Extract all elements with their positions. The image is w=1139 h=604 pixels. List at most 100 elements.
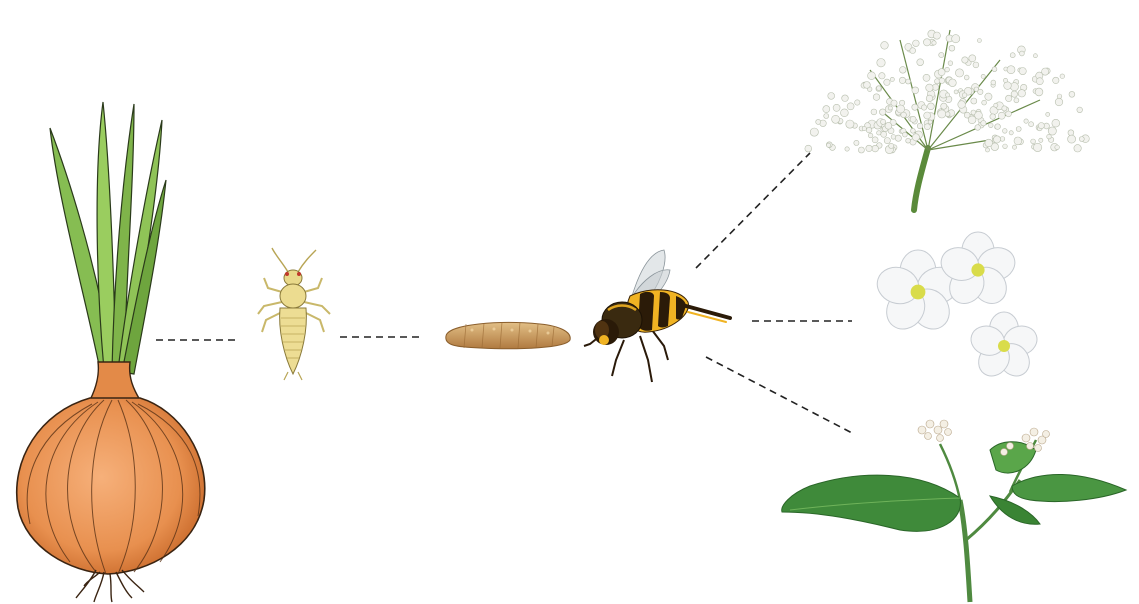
umbel-floret (891, 100, 897, 106)
umbel-floret (1011, 91, 1017, 97)
umbel-floret (881, 119, 886, 124)
white-blossoms-icon (872, 232, 1040, 382)
umbel-floret (890, 77, 894, 81)
umbel-floret (889, 143, 894, 148)
umbel-floret (842, 95, 849, 102)
umbel-floret (1018, 90, 1025, 97)
umbel-floret (1055, 145, 1060, 150)
umbel-floret (888, 106, 892, 110)
umbel-floret (906, 138, 911, 143)
umbel-floret (923, 39, 930, 46)
umbel-floret (846, 120, 854, 128)
umbel-floret (1007, 66, 1015, 74)
umbel-floret (1060, 74, 1065, 79)
umbel-floret (1006, 111, 1012, 117)
umbel-floret (847, 103, 854, 110)
hoverfly-larva-icon (446, 322, 570, 349)
umbel-floret (1010, 53, 1015, 58)
umbel-floret (906, 79, 911, 84)
umbel-floret (895, 135, 901, 141)
umbel-floret (912, 104, 918, 110)
umbel-floret (958, 101, 966, 109)
umbel-floret (921, 105, 926, 110)
umbel-floret (978, 89, 983, 94)
umbel-floret (827, 143, 831, 147)
umbel-floret (1004, 82, 1012, 90)
umbel-floret (1068, 135, 1076, 143)
umbel-floret (989, 123, 994, 128)
umbel-floret (823, 106, 830, 113)
umbel-floret (924, 124, 930, 130)
umbel-floret (926, 95, 933, 102)
umbel-floret (924, 112, 931, 119)
umbel-floret (928, 103, 935, 110)
umbel-floret (871, 109, 877, 115)
umbel-floret (877, 59, 885, 67)
umbel-floret (1036, 78, 1043, 85)
umbel-floret (877, 131, 881, 135)
umbel-floret (1069, 91, 1075, 97)
umbel-floret (949, 45, 955, 51)
umbel-floret (881, 42, 889, 50)
umbel-floret (824, 114, 829, 119)
umbel-floret (885, 122, 892, 129)
umbel-floret (832, 115, 840, 123)
umbel-floret (917, 123, 923, 129)
umbel-floret (828, 93, 835, 100)
umbel-floret (993, 136, 1000, 143)
umbel-floret (855, 100, 860, 105)
umbel-floret (805, 145, 812, 152)
umbel-floret (923, 74, 930, 81)
umbel-floret (897, 105, 905, 113)
umbel-floret (1019, 68, 1026, 75)
thrips-insect-icon (258, 248, 330, 380)
umbel-floret (975, 125, 981, 131)
umbel-floret (1029, 122, 1034, 127)
umbel-floret (1053, 77, 1059, 83)
leafy-flowering-herb-icon (782, 420, 1126, 602)
umbel-floret (1031, 139, 1036, 144)
umbel-floret (985, 139, 993, 147)
umbel-floret (1079, 137, 1084, 142)
umbel-floret (866, 127, 872, 133)
umbel-floret (901, 112, 907, 118)
umbel-floret (1024, 119, 1028, 123)
umbel-floret (868, 72, 876, 80)
link-hoverfly-herb (706, 357, 854, 434)
umbel-floret (1038, 123, 1044, 129)
umbel-floret (1055, 98, 1063, 106)
umbel-floret (1052, 119, 1060, 127)
umbel-floret (884, 138, 890, 144)
umbel-floret (1048, 127, 1056, 135)
umbel-floret (1014, 98, 1019, 103)
umbel-floret (858, 147, 864, 153)
umbel-floret (1003, 144, 1008, 149)
umbel-floret (1033, 54, 1037, 58)
umbel-floret (962, 57, 968, 63)
umbel-floret (873, 94, 880, 101)
blossom-center (911, 285, 926, 300)
hoverfly-adult-icon (584, 250, 730, 382)
umbel-floret (938, 69, 945, 76)
umbel-floret (917, 59, 924, 66)
umbel-floret (971, 98, 977, 104)
umbel-floret (903, 132, 908, 137)
umbel-floret (910, 48, 916, 54)
umbel-floret (945, 67, 950, 72)
umbel-floret (1012, 145, 1016, 149)
umbel-floret (1042, 68, 1049, 75)
umbel-floret (981, 74, 985, 78)
umbel-floret (868, 133, 873, 138)
umbel-floret (862, 127, 866, 131)
umbel-floret (854, 140, 859, 145)
umbel-floret (955, 69, 963, 77)
umbel-floret (985, 148, 989, 152)
umbel-floret (1003, 129, 1008, 134)
umbel-floret (969, 55, 976, 62)
onion-plant-icon (17, 102, 205, 602)
umbel-floret (1074, 145, 1081, 152)
umbel-floret (998, 112, 1005, 119)
umbel-floret (872, 137, 878, 143)
connection-lines (156, 153, 854, 434)
